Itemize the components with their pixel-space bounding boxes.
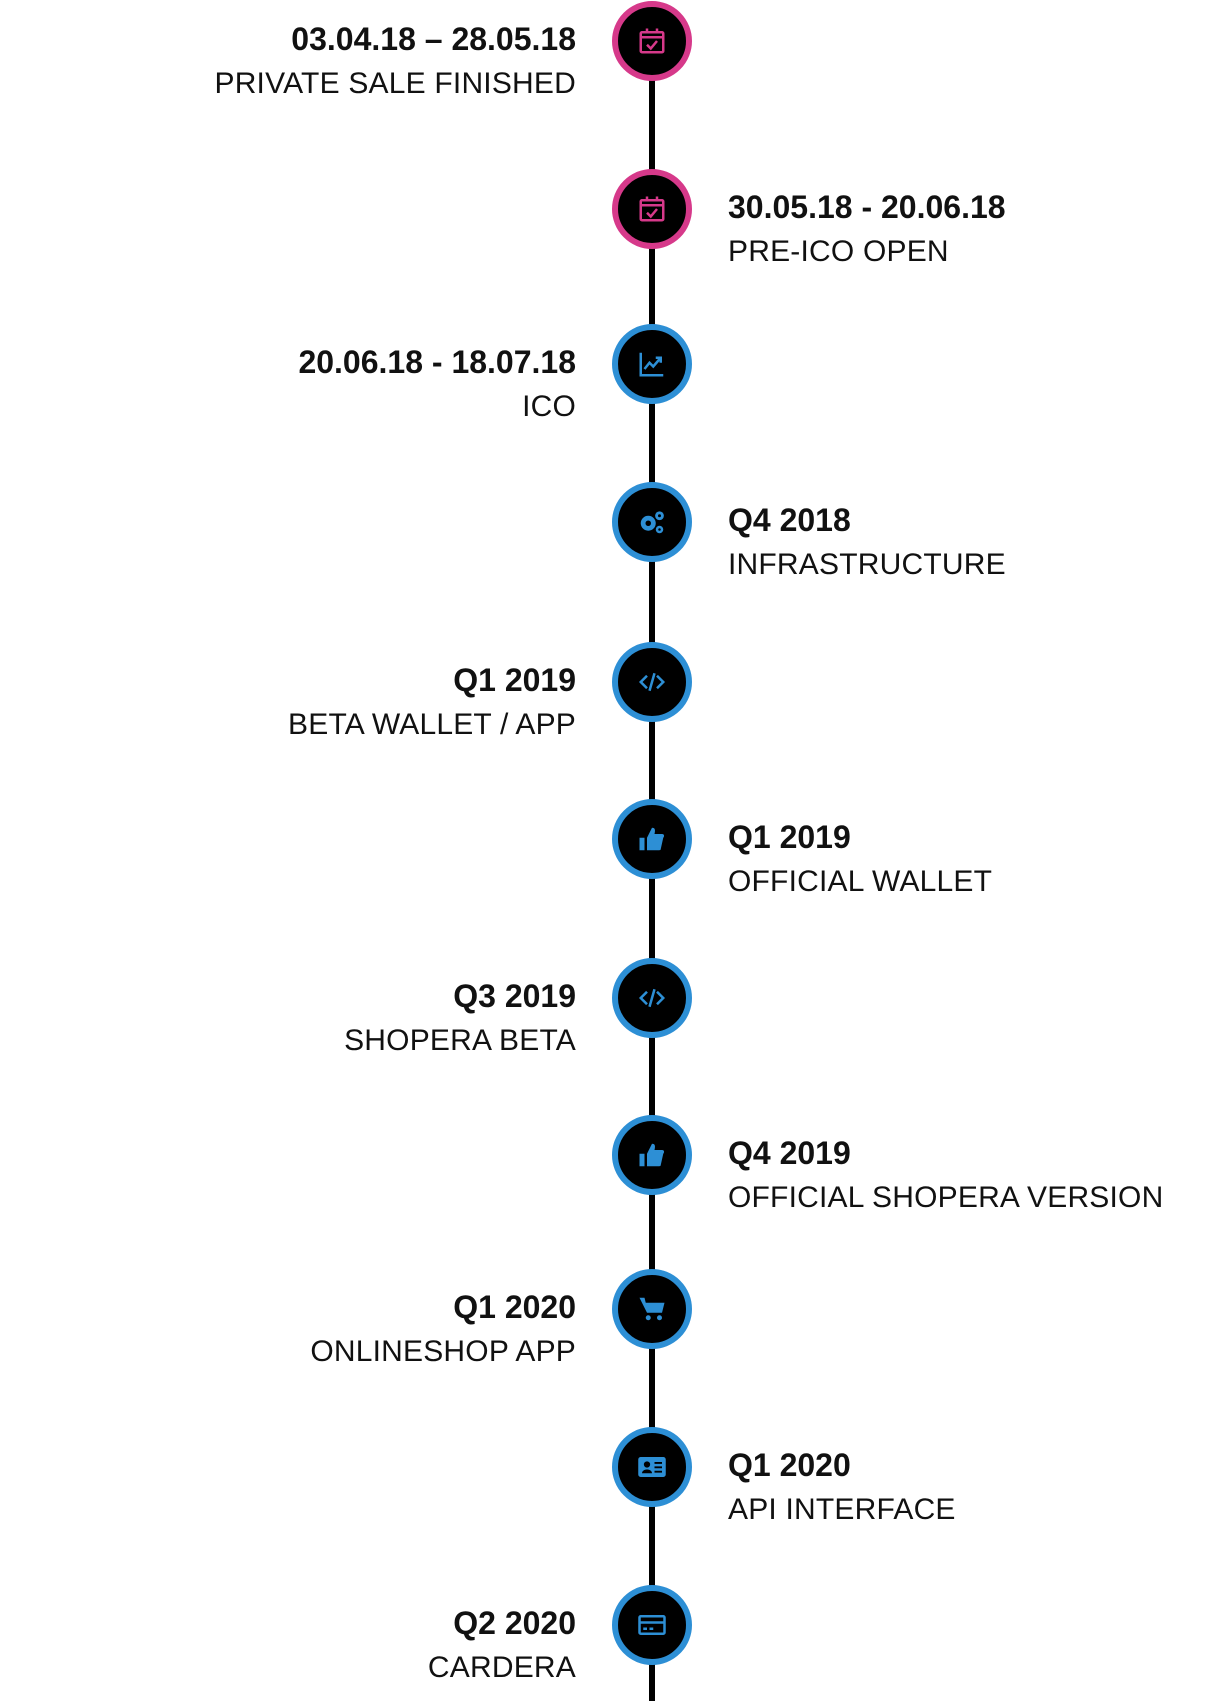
code-icon <box>637 667 667 697</box>
milestone-node <box>612 642 692 722</box>
milestone-date: 03.04.18 – 28.05.18 <box>291 21 576 57</box>
chart-line-icon <box>637 349 667 379</box>
code-icon <box>637 983 667 1013</box>
milestone-date: Q4 2018 <box>728 502 851 538</box>
milestone-node <box>612 958 692 1038</box>
milestone-date: Q1 2019 <box>728 819 851 855</box>
milestone-node <box>612 1427 692 1507</box>
milestone-label: OFFICIAL WALLET <box>728 865 993 898</box>
milestone-node <box>612 1269 692 1349</box>
milestone-node <box>612 1 692 81</box>
milestone-label: INFRASTRUCTURE <box>728 548 1006 581</box>
milestone-label: ICO <box>522 390 576 423</box>
calendar-check-icon <box>637 26 667 56</box>
milestone-date: Q1 2019 <box>453 662 576 698</box>
milestone-label: OFFICIAL SHOPERA VERSION <box>728 1181 1164 1214</box>
milestone-date: Q1 2020 <box>728 1447 851 1483</box>
milestone-node <box>612 1585 692 1665</box>
milestone-label: PRIVATE SALE FINISHED <box>214 67 576 100</box>
credit-card-icon <box>637 1610 667 1640</box>
milestone-date: Q2 2020 <box>453 1605 576 1641</box>
thumbs-up-icon <box>637 824 667 854</box>
milestone-date: Q4 2019 <box>728 1135 851 1171</box>
thumbs-up-icon <box>637 1140 667 1170</box>
milestone-node <box>612 482 692 562</box>
calendar-check-icon <box>637 194 667 224</box>
milestone-date: Q1 2020 <box>453 1289 576 1325</box>
milestone-date: 20.06.18 - 18.07.18 <box>298 344 576 380</box>
milestone-node <box>612 324 692 404</box>
milestone-date: Q3 2019 <box>453 978 576 1014</box>
milestone-node <box>612 1115 692 1195</box>
milestone-label: ONLINESHOP APP <box>310 1335 576 1368</box>
milestone-label: BETA WALLET / APP <box>288 708 576 741</box>
id-card-icon <box>637 1452 667 1482</box>
milestone-date: 30.05.18 - 20.06.18 <box>728 189 1006 225</box>
milestone-label: CARDERA <box>427 1651 576 1684</box>
gears-icon <box>637 507 667 537</box>
milestone-label: API INTERFACE <box>728 1493 956 1526</box>
milestone-node <box>612 169 692 249</box>
shopping-cart-icon <box>637 1294 667 1324</box>
milestone-node <box>612 799 692 879</box>
milestone-label: PRE-ICO OPEN <box>728 235 949 268</box>
milestone-label: SHOPERA BETA <box>344 1024 576 1057</box>
